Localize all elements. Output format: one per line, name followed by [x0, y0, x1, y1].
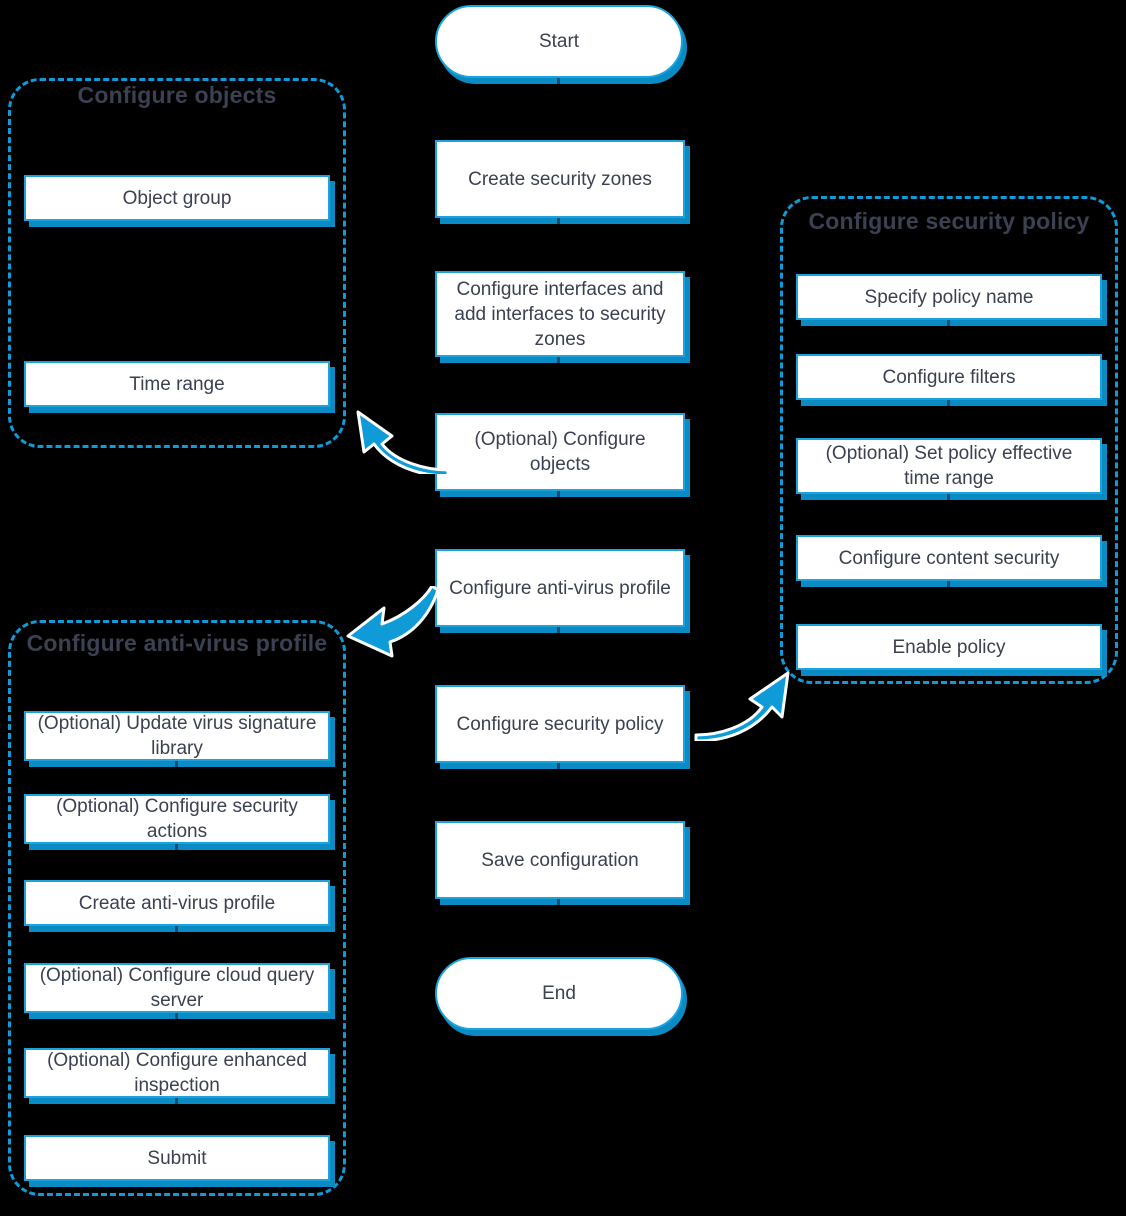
- flow-node-configure-interfaces-label: Configure interfaces and add interfaces …: [454, 278, 666, 350]
- connector-av-item-5-6: [175, 1098, 178, 1104]
- group-av-item-submit[interactable]: Submit: [24, 1135, 330, 1181]
- flow-node-configure-interfaces[interactable]: Configure interfaces and add interfaces …: [435, 271, 685, 357]
- flow-node-create-security-zones[interactable]: Create security zones: [435, 140, 685, 218]
- group-policy-item-configure-filters[interactable]: Configure filters: [796, 354, 1102, 400]
- flow-node-create-security-zones-label: Create security zones: [468, 168, 652, 190]
- connector-av-item-2-3: [175, 844, 178, 850]
- group-configure-security-policy: [780, 196, 1118, 684]
- flow-node-end[interactable]: End: [435, 957, 683, 1030]
- flow-node-configure-security-policy-label: Configure security policy: [456, 713, 664, 735]
- flow-node-configure-anti-virus-profile-label: Configure anti-virus profile: [449, 577, 671, 599]
- flow-node-configure-anti-virus-profile[interactable]: Configure anti-virus profile: [435, 549, 685, 627]
- connector-av-item-3-4: [175, 926, 178, 932]
- arrow-configure-security-policy: [694, 671, 790, 741]
- connector-start-to-zones: [557, 78, 560, 84]
- connector-av-item-4-5: [175, 1013, 178, 1019]
- group-configure-objects-title: Configure objects: [77, 82, 277, 108]
- connector-policy-item-1-2: [947, 320, 950, 326]
- group-policy-item-specify-policy-name[interactable]: Specify policy name: [796, 274, 1102, 320]
- flow-node-save-configuration-label: Save configuration: [481, 849, 639, 871]
- connector-policy-item-4-5: [947, 581, 950, 587]
- group-policy-item-enable-policy[interactable]: Enable policy: [796, 624, 1102, 670]
- group-av-item-create-anti-virus-profile[interactable]: Create anti-virus profile: [24, 880, 330, 926]
- arrow-configure-anti-virus-profile: [346, 586, 440, 658]
- flow-node-start-label: Start: [538, 31, 580, 52]
- group-av-item-optional-configure-security-actions[interactable]: (Optional) Configure security actions: [24, 794, 330, 844]
- group-configure-objects: [8, 78, 346, 448]
- connector-objects-to-antivirus: [557, 491, 560, 497]
- flow-node-configure-security-policy[interactable]: Configure security policy: [435, 685, 685, 763]
- flow-node-save-configuration[interactable]: Save configuration: [435, 821, 685, 899]
- group-av-item-optional-configure-enhanced-inspection[interactable]: (Optional) Configure enhanced inspection: [24, 1048, 330, 1098]
- connector-av-item-1-2: [175, 761, 178, 767]
- connector-policy-item-3-4: [947, 494, 950, 500]
- connector-save-to-end: [557, 899, 560, 905]
- group-policy-item-optional-set-time-range[interactable]: (Optional) Set policy effective time ran…: [796, 438, 1102, 494]
- group-av-item-optional-update-virus-signature-library[interactable]: (Optional) Update virus signature librar…: [24, 711, 330, 761]
- connector-interfaces-to-objects: [557, 357, 560, 363]
- flow-node-optional-configure-objects[interactable]: (Optional) Configure objects: [435, 413, 685, 491]
- connector-policy-item-2-3: [947, 400, 950, 406]
- group-configure-security-policy-title: Configure security policy: [808, 208, 1090, 234]
- connector-zones-to-interfaces: [557, 218, 560, 224]
- flow-node-optional-configure-objects-label: (Optional) Configure objects: [474, 429, 646, 475]
- group-objects-item-time-range[interactable]: Time range: [24, 361, 330, 407]
- group-objects-item-object-group[interactable]: Object group: [24, 175, 330, 221]
- group-av-item-optional-configure-cloud-query-server[interactable]: (Optional) Configure cloud query server: [24, 963, 330, 1013]
- connector-policy-to-save: [557, 763, 560, 769]
- flow-node-start[interactable]: Start: [435, 5, 683, 78]
- flow-node-end-label: End: [542, 983, 576, 1004]
- connector-antivirus-to-policy: [557, 627, 560, 633]
- group-policy-item-configure-content-security[interactable]: Configure content security: [796, 535, 1102, 581]
- group-configure-anti-virus-profile-title: Configure anti-virus profile: [26, 630, 328, 656]
- group-configure-anti-virus-profile: [8, 620, 346, 1196]
